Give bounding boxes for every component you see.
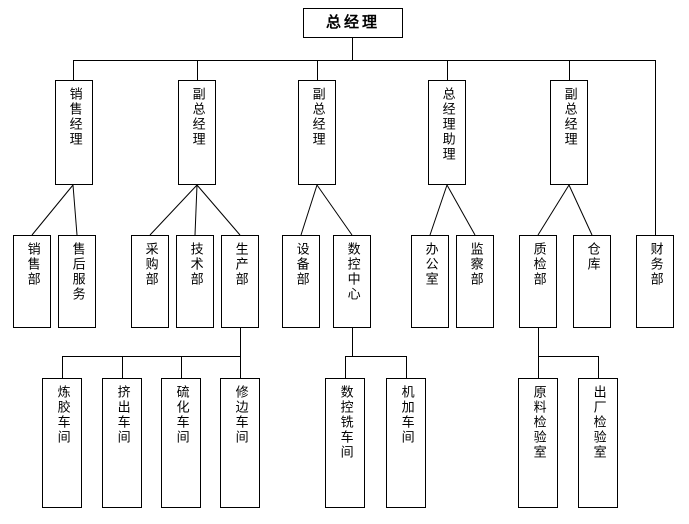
connector-drop-sales-manager: [73, 60, 74, 80]
node-label: 炼胶车间: [54, 385, 70, 445]
node-label: 质检部: [530, 242, 546, 287]
connector-drop-trimming-workshop: [240, 356, 241, 378]
connector-drop-vulcanizing-workshop: [181, 356, 182, 378]
node-deputy-gm-3[interactable]: 副总经理: [550, 80, 588, 185]
connector-cnc-stem: [352, 328, 353, 356]
node-general-manager[interactable]: 总经理: [303, 8, 403, 38]
node-label: 副总经理: [189, 87, 205, 147]
node-label: 数控中心: [344, 242, 360, 302]
node-label: 机加车间: [398, 385, 414, 445]
node-gm-assistant[interactable]: 总经理助理: [428, 80, 466, 185]
node-label: 挤出车间: [114, 385, 130, 445]
connector-drop-outgoing-inspection-lab: [598, 356, 599, 378]
node-office[interactable]: 办公室: [411, 235, 449, 328]
connector-drop-cnc-milling-workshop: [345, 356, 346, 378]
node-extrusion-workshop[interactable]: 挤出车间: [102, 378, 142, 508]
node-label: 副总经理: [561, 87, 577, 147]
node-label: 设备部: [293, 242, 309, 287]
connector-drop-mixing-workshop: [62, 356, 63, 378]
node-technology-dept[interactable]: 技术部: [176, 235, 214, 328]
node-outgoing-inspection-lab[interactable]: 出厂检验室: [578, 378, 618, 508]
connector-quality-bus: [538, 356, 598, 357]
node-label: 财务部: [647, 242, 663, 287]
node-supervision-dept[interactable]: 监察部: [456, 235, 494, 328]
node-after-sales[interactable]: 售后服务: [58, 235, 96, 328]
node-label: 出厂检验室: [590, 385, 606, 460]
node-label: 售后服务: [69, 242, 85, 302]
node-purchasing-dept[interactable]: 采购部: [131, 235, 169, 328]
node-label: 技术部: [187, 242, 203, 287]
connector-drop-raw-material-lab: [538, 356, 539, 378]
node-raw-material-lab[interactable]: 原料检验室: [518, 378, 558, 508]
node-cnc-milling-workshop[interactable]: 数控铣车间: [325, 378, 365, 508]
node-label: 硫化车间: [173, 385, 189, 445]
node-trimming-workshop[interactable]: 修边车间: [220, 378, 260, 508]
node-deputy-gm-2[interactable]: 副总经理: [298, 80, 336, 185]
node-quality-dept[interactable]: 质检部: [519, 235, 557, 328]
node-production-dept[interactable]: 生产部: [221, 235, 259, 328]
node-deputy-gm-1[interactable]: 副总经理: [178, 80, 216, 185]
node-vulcanizing-workshop[interactable]: 硫化车间: [161, 378, 201, 508]
node-finance-dept[interactable]: 财务部: [636, 235, 674, 328]
connector-level2-bus: [73, 60, 656, 61]
node-warehouse[interactable]: 仓库: [573, 235, 611, 328]
node-label: 销售部: [24, 242, 40, 287]
connector-cnc-bus: [345, 356, 406, 357]
node-label: 办公室: [422, 242, 438, 287]
connector-drop-deputy-gm-3: [569, 60, 570, 80]
node-label: 仓库: [584, 242, 600, 272]
node-machining-workshop[interactable]: 机加车间: [386, 378, 426, 508]
node-label: 销售经理: [66, 87, 82, 147]
connector-drop-gm-assistant: [447, 60, 448, 80]
node-label: 数控铣车间: [337, 385, 353, 460]
connector-drop-deputy-gm-1: [197, 60, 198, 80]
node-label: 生产部: [232, 242, 248, 287]
connector-production-stem: [240, 328, 241, 356]
connector-quality-stem: [538, 328, 539, 356]
connector-root-stem: [352, 38, 353, 60]
connector-drop-deputy-gm-2: [317, 60, 318, 80]
node-label: 监察部: [467, 242, 483, 287]
connector-group-level2-level3: [31, 184, 593, 236]
node-label: 采购部: [142, 242, 158, 287]
node-label: 原料检验室: [530, 385, 546, 460]
connector-drop-machining-workshop: [406, 356, 407, 378]
node-sales-manager[interactable]: 销售经理: [55, 80, 93, 185]
connector-drop-extrusion-workshop: [122, 356, 123, 378]
node-cnc-center[interactable]: 数控中心: [333, 235, 371, 328]
node-equipment-dept[interactable]: 设备部: [282, 235, 320, 328]
node-sales-dept[interactable]: 销售部: [13, 235, 51, 328]
node-label: 修边车间: [232, 385, 248, 445]
connector-production-bus: [62, 356, 241, 357]
node-mixing-workshop[interactable]: 炼胶车间: [42, 378, 82, 508]
connector-drop-finance-dept: [655, 60, 656, 235]
node-label: 副总经理: [309, 87, 325, 147]
node-label: 总经理: [325, 13, 380, 32]
node-label: 总经理助理: [439, 87, 455, 162]
